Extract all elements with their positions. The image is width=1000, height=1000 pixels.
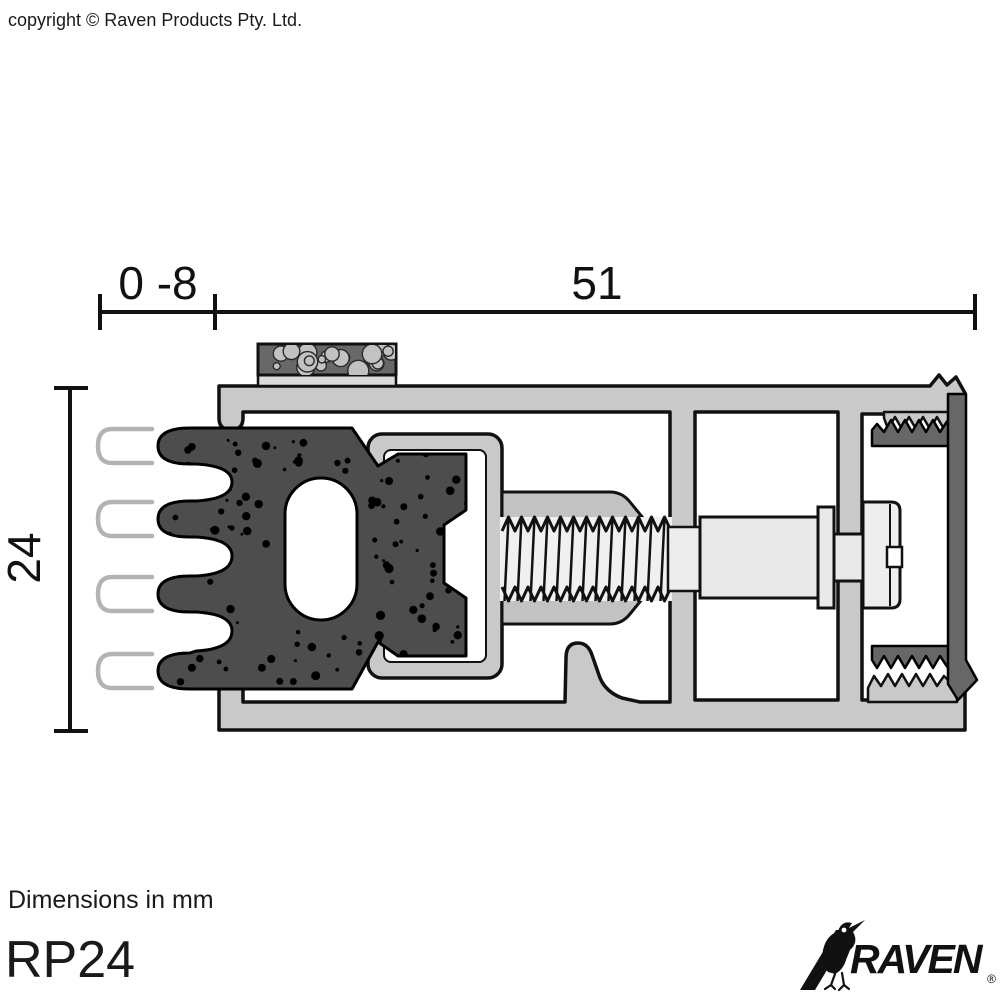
housing-serrated-jaw-bottom: [866, 672, 959, 704]
registered-mark: ®: [987, 972, 996, 986]
slotted-screw-head: [861, 500, 904, 610]
product-code: RP24: [5, 931, 136, 989]
dimension-label-height: 24: [0, 532, 50, 583]
raven-bird-icon: [800, 920, 865, 992]
units-note: Dimensions in mm: [8, 886, 214, 914]
left-dimension-line: [54, 386, 88, 733]
ghost-fin-outlines: [95, 426, 155, 691]
screw-thread: [500, 515, 673, 603]
top-dimension-line: [98, 294, 977, 330]
adjustment-screw: [500, 500, 904, 610]
screw-washer: [816, 505, 836, 610]
dimension-label-width: 51: [571, 257, 622, 309]
copyright-text: copyright © Raven Products Pty. Ltd.: [8, 10, 303, 30]
foam-tape: [256, 342, 398, 388]
rubber-seal-hollow: [283, 476, 359, 622]
dimension-label-range: 0 -8: [118, 257, 197, 309]
serrated-end-angle-bracket: [870, 392, 979, 702]
brand-name: RAVEN: [850, 936, 982, 982]
screw-head-slot: [885, 545, 904, 569]
brand-logo: RAVEN ®: [798, 912, 996, 992]
